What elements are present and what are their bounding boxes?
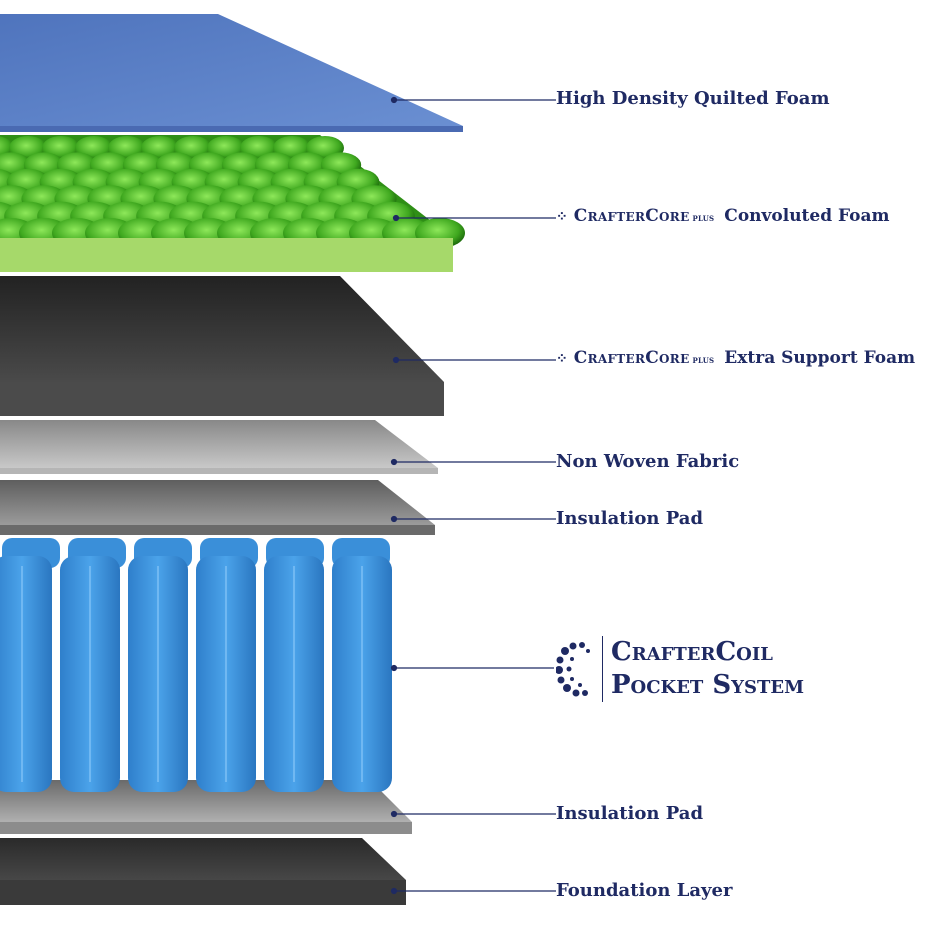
label-foundation-layer: Foundation Layer: [556, 880, 733, 901]
label-convoluted-foam: ⁘ CrafterCore PLUS Convoluted Foam: [556, 208, 890, 225]
brand-plus: PLUS: [692, 356, 715, 365]
extra-support-foam-layer: [0, 276, 444, 416]
brand-name: CrafterCore: [573, 206, 690, 226]
layer-name: Convoluted Foam: [724, 206, 890, 226]
label-insulation-pad-top: Insulation Pad: [556, 508, 704, 529]
leader-dot-insulation-top: [390, 515, 398, 523]
leader-dot-convoluted: [392, 214, 400, 222]
coil-line-1: CrafterCoil: [611, 637, 773, 667]
brand-name: CrafterCore: [573, 348, 690, 368]
foundation-layer: [0, 838, 406, 905]
layer-name: Extra Support Foam: [724, 348, 916, 368]
leader-dot-quilted: [390, 96, 398, 104]
coil-line-2: Pocket System: [611, 670, 805, 700]
craftercore-logo-icon: ⁘: [556, 351, 568, 367]
label-coil-system: CrafterCoil Pocket System: [556, 636, 804, 702]
insulation-pad-top: [0, 480, 435, 535]
pocket-coil-system: [0, 538, 392, 792]
label-insulation-pad-bottom: Insulation Pad: [556, 803, 704, 824]
label-extra-support-foam: ⁘ CrafterCore PLUS Extra Support Foam: [556, 350, 915, 367]
convoluted-foam-layer: [0, 135, 465, 272]
coil-pocket: [0, 556, 52, 792]
leader-lines: [390, 96, 556, 895]
leader-dot-extra-support: [392, 356, 400, 364]
leader-dot-coil: [390, 664, 398, 672]
label-non-woven-fabric: Non Woven Fabric: [556, 451, 740, 472]
leader-dot-foundation: [390, 887, 398, 895]
quilted-foam-layer: [0, 14, 463, 132]
brand-plus: PLUS: [692, 214, 715, 223]
craftercore-logo-icon: ⁘: [556, 209, 568, 225]
craftercoil-logo-icon: [556, 642, 590, 697]
leader-dot-non-woven: [390, 458, 398, 466]
label-quilted-foam: High Density Quilted Foam: [556, 88, 830, 109]
leader-dot-insulation-bottom: [390, 810, 398, 818]
non-woven-fabric-layer: [0, 420, 438, 474]
